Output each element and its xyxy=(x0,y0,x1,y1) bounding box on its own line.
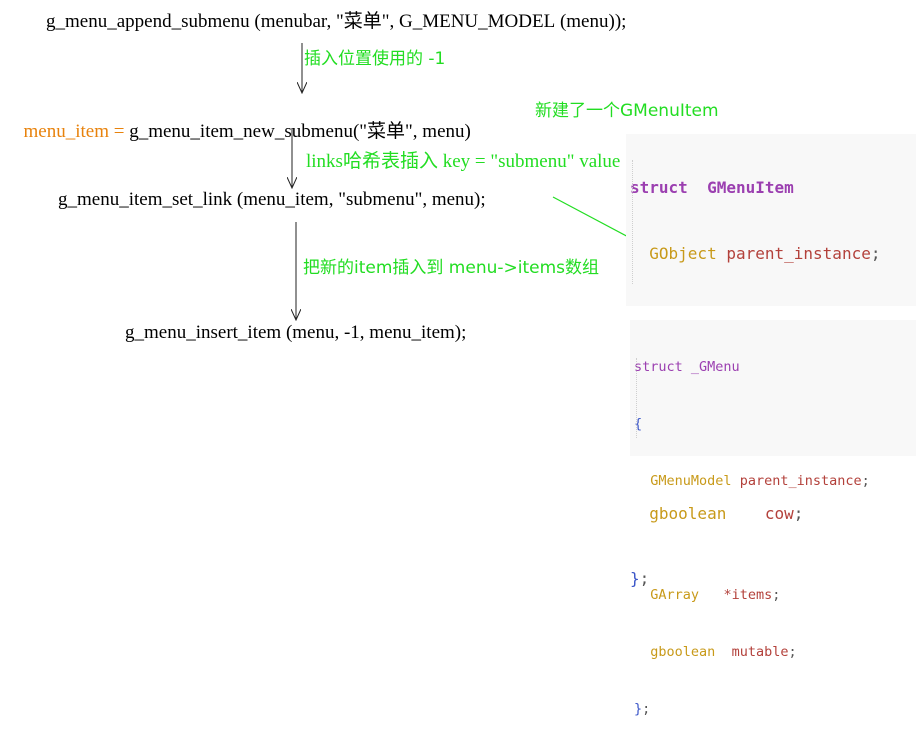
gmenu-field-parent: GMenuModel parent_instance; xyxy=(650,473,870,489)
assign-operator: = xyxy=(108,121,125,142)
new-submenu-call: g_menu_item_new_submenu("菜单", menu) xyxy=(124,121,471,142)
struct-gmenu-code: struct _GMenu { GMenuModel parent_instan… xyxy=(630,320,916,717)
gmenu-field-mutable: gboolean mutable; xyxy=(650,644,797,660)
append-submenu-line: g_menu_append_submenu (menubar, "菜单", G_… xyxy=(46,11,627,32)
note-position: 插入位置使用的 -1 xyxy=(304,49,446,69)
gmenu-header: struct _GMenu xyxy=(634,359,740,375)
menu-item-variable: menu_item xyxy=(23,121,109,142)
gmenuitem-field-cow: gboolean cow; xyxy=(649,503,804,523)
insert-item-line: g_menu_insert_item (menu, -1, menu_item)… xyxy=(125,322,467,343)
new-submenu-line: menu_item = g_menu_item_new_submenu("菜单"… xyxy=(14,99,471,143)
struct-gmenuitem-code: struct GMenuItem GObject parent_instance… xyxy=(626,134,916,588)
gmenuitem-indent-guide xyxy=(632,160,633,284)
gmenu-close: }; xyxy=(634,701,651,717)
gmenu-indent-guide xyxy=(636,358,637,438)
gmenuitem-header: struct GMenuItem xyxy=(630,178,794,198)
gmenuitem-field-parent: GObject parent_instance; xyxy=(649,243,881,263)
gmenu-field-items: GArray *items; xyxy=(650,587,781,603)
note-new-item: 新建了一个GMenuItem xyxy=(535,101,719,121)
note-items: 把新的item插入到 menu->items数组 xyxy=(303,258,600,278)
gmenu-open: { xyxy=(634,416,643,432)
set-link-line: g_menu_item_set_link (menu_item, "submen… xyxy=(58,189,486,210)
